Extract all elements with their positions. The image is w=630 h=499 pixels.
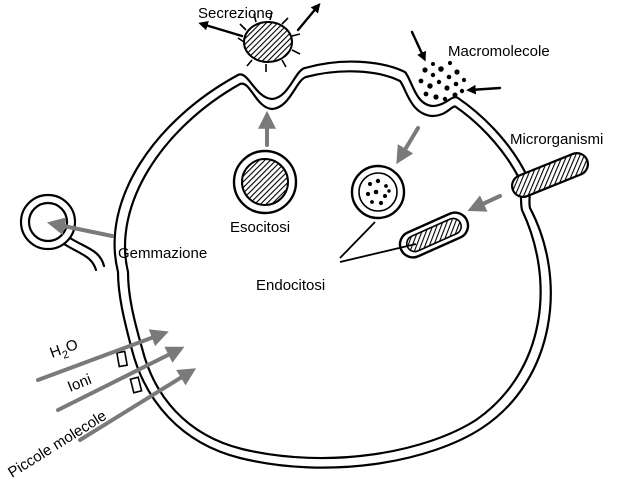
endocitosi-callout-2 (339, 243, 417, 263)
piccole-molecole-arrow (78, 368, 197, 442)
cell-membrane (113, 60, 552, 469)
macromolecule-arrow-top (410, 30, 426, 62)
membrane-channels (115, 350, 143, 394)
h2o-arrow (36, 329, 169, 382)
phagosome (398, 211, 470, 259)
ioni-arrow (56, 346, 185, 412)
secretion-granule (237, 11, 301, 72)
secrezione-label: Secrezione (198, 5, 273, 22)
exocytosis-vesicle (232, 149, 298, 215)
secretion-arrow-left (198, 21, 244, 38)
piccole-molecole-label: Piccole molecole (5, 407, 109, 481)
macromolecole-label: Macromolecole (448, 43, 550, 60)
secretion-arrow-right (296, 3, 321, 32)
h2o-label: H2O (48, 336, 82, 366)
endocitosi-label: Endocitosi (256, 277, 325, 294)
microrganismi-label: Microrganismi (510, 131, 603, 148)
macromolecule-arrow-right (466, 84, 502, 95)
endocytosis-vesicle (350, 164, 406, 220)
gemmazione-arrow (46, 217, 114, 238)
gemmazione-label: Gemmazione (118, 245, 207, 262)
microorganism-external (511, 152, 589, 198)
esocitosi-label: Esocitosi (230, 219, 290, 236)
endocitosi-callout-1 (339, 221, 376, 259)
macromolecule-cluster (418, 60, 467, 102)
endocytosis-arrow-vesicle (396, 126, 420, 165)
endocytosis-arrow-microorganism (467, 194, 502, 212)
